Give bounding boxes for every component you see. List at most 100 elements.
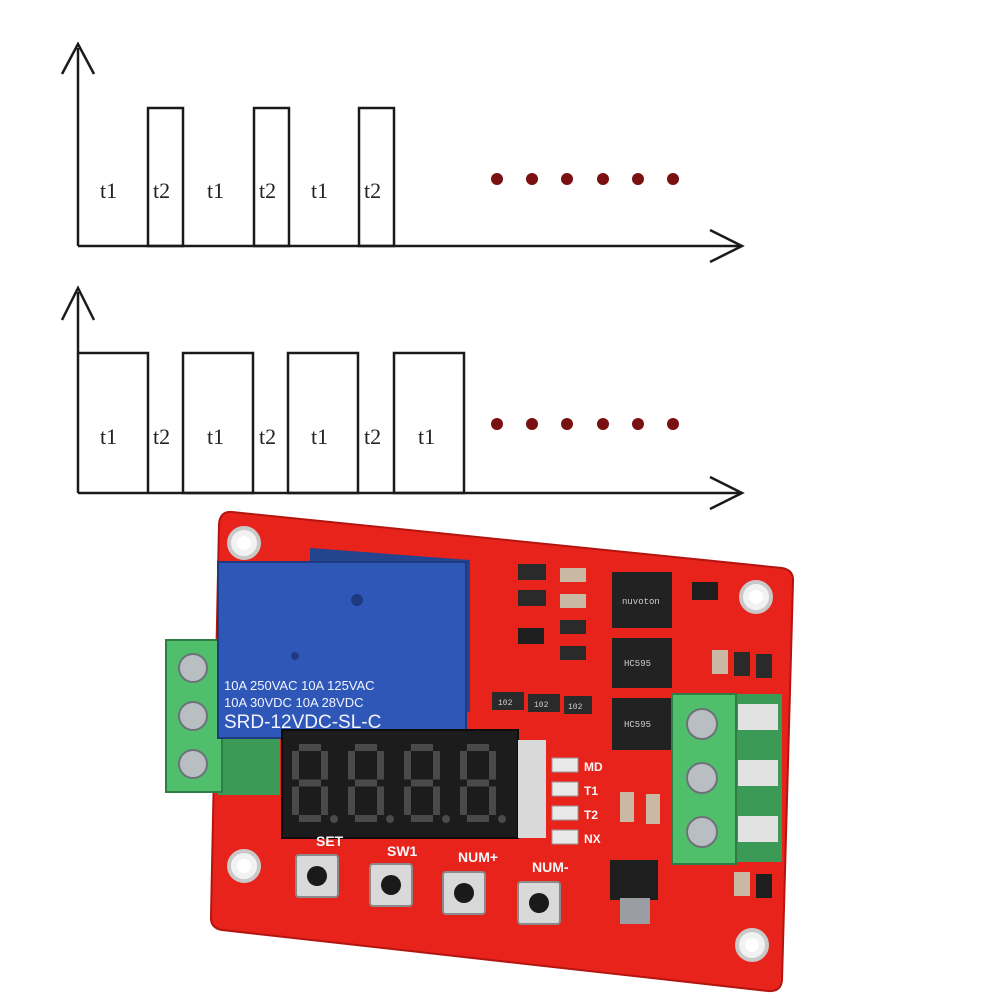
digit-segment xyxy=(348,786,355,815)
ic-chips: nuvoton HC595 HC595 102 102 102 xyxy=(492,564,772,924)
resistor-network xyxy=(528,694,560,712)
button-set[interactable] xyxy=(295,854,339,898)
top-label-2: t2 xyxy=(153,178,170,203)
screw-icon xyxy=(686,816,718,848)
digit-segment xyxy=(299,744,321,751)
top-continuation-dots xyxy=(491,173,679,185)
button-label-num-plus: NUM+ xyxy=(458,849,498,865)
digit-segment xyxy=(411,815,433,822)
digit-segment xyxy=(404,786,411,815)
voltage-regulator xyxy=(610,860,658,900)
screw-icon xyxy=(178,749,208,779)
resistor-network xyxy=(564,696,592,714)
bottom-x-arrowhead xyxy=(709,475,745,511)
chip-label: HC595 xyxy=(624,720,651,730)
transistor xyxy=(518,628,544,644)
led-label-t2: T2 xyxy=(584,808,598,822)
button-label-sw1: SW1 xyxy=(387,843,418,859)
led-t1 xyxy=(551,781,579,797)
digit-segment xyxy=(433,786,440,815)
resistor-code: 102 xyxy=(498,699,513,708)
smd-capacitor xyxy=(620,792,634,822)
button-cap xyxy=(454,883,474,903)
display-side xyxy=(518,740,546,838)
digit-segment xyxy=(355,779,377,787)
bottom-label-4: t2 xyxy=(259,424,276,449)
transistor xyxy=(692,582,718,600)
terminal-opening xyxy=(738,760,778,786)
relay-body xyxy=(217,561,467,739)
chip-label: nuvoton xyxy=(622,597,660,607)
digit-segment xyxy=(489,786,496,815)
bottom-continuation-dots xyxy=(491,418,679,430)
digit-segment xyxy=(467,815,489,822)
dot xyxy=(526,418,538,430)
digit-segment xyxy=(299,779,321,787)
terminal-opening xyxy=(738,816,778,842)
top-pulse-3 xyxy=(357,106,396,248)
top-x-arrowhead xyxy=(709,228,745,264)
dot xyxy=(491,173,503,185)
digit-segment xyxy=(292,751,299,780)
dot xyxy=(597,173,609,185)
resistor-network xyxy=(492,692,524,710)
mounting-holes xyxy=(227,526,773,962)
screw-icon xyxy=(178,701,208,731)
chip-label: HC595 xyxy=(624,659,651,669)
smd-capacitor xyxy=(560,594,586,608)
relay-model: SRD-12VDC-SL-C xyxy=(224,712,381,733)
top-wave-labels: t1 t2 t1 t2 t1 t2 xyxy=(100,178,381,203)
bottom-label-2: t2 xyxy=(153,424,170,449)
screw-icon xyxy=(686,708,718,740)
dot xyxy=(667,418,679,430)
relay-dot xyxy=(291,652,299,660)
screw-icon xyxy=(178,653,208,683)
chip-hc595-1 xyxy=(612,638,672,688)
mount-hole-center xyxy=(749,590,763,604)
smd-capacitor xyxy=(712,650,728,674)
digit-segment xyxy=(355,815,377,822)
top-pulse-2 xyxy=(252,106,291,248)
bottom-waveform xyxy=(60,285,745,511)
terminal-opening xyxy=(738,704,778,730)
smd-resistor xyxy=(734,652,750,676)
right-terminal-block xyxy=(671,693,782,865)
chip-hc595-2 xyxy=(612,698,672,750)
top-y-arrowhead xyxy=(60,41,96,75)
digit-segment xyxy=(467,779,489,787)
dot xyxy=(632,173,644,185)
bottom-pulse-1 xyxy=(78,351,150,493)
dot xyxy=(597,418,609,430)
bottom-label-1: t1 xyxy=(100,424,117,449)
bottom-label-6: t2 xyxy=(364,424,381,449)
digit-segment xyxy=(377,786,384,815)
led-md xyxy=(551,757,579,773)
bottom-pulse-2 xyxy=(181,351,255,495)
button-sw1[interactable] xyxy=(369,863,413,907)
display-digits xyxy=(292,744,506,823)
button-label-num-minus: NUM- xyxy=(532,859,569,875)
button-cap xyxy=(381,875,401,895)
digit-segment xyxy=(355,744,377,751)
led-label-nx: NX xyxy=(584,832,601,846)
led-label-md: MD xyxy=(584,760,603,774)
digit-segment xyxy=(404,751,411,780)
button-num-minus[interactable] xyxy=(517,881,561,925)
digit-segment xyxy=(377,751,384,780)
regulator-tab xyxy=(620,898,650,924)
smd-diode xyxy=(756,874,772,898)
dot xyxy=(491,418,503,430)
seven-segment-display xyxy=(281,729,546,839)
smd-component xyxy=(518,564,546,580)
smd-capacitor xyxy=(560,568,586,582)
digit-segment xyxy=(348,751,355,780)
digit-segment xyxy=(299,815,321,822)
button-num-plus[interactable] xyxy=(442,871,486,915)
relay-rating-line2: 10A 30VDC 10A 28VDC xyxy=(224,695,363,710)
button-label-set: SET xyxy=(316,833,344,849)
top-pulse-1 xyxy=(146,106,185,248)
resistor-code: 102 xyxy=(568,703,583,712)
decimal-point xyxy=(386,815,394,823)
digit-segment xyxy=(321,786,328,815)
dot xyxy=(561,418,573,430)
